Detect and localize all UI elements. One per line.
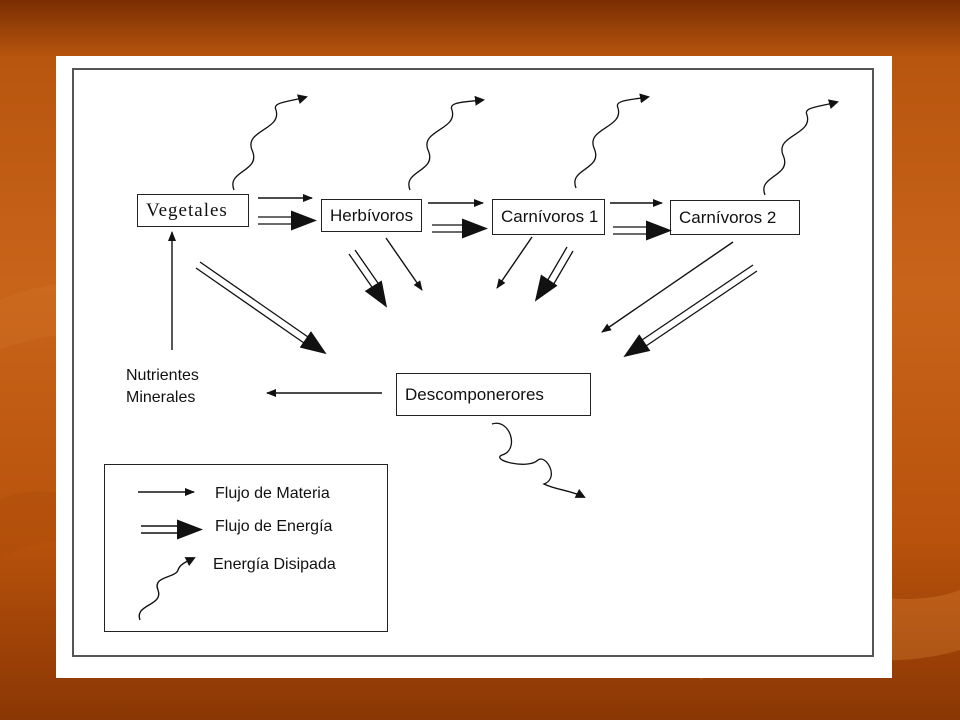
node-carnivoros-1: Carnívoros 1	[492, 199, 605, 235]
legend-disipada-label: Energía Disipada	[213, 556, 336, 573]
legend-energia-label: Flujo de Energía	[215, 518, 333, 535]
node-carnivoros-1-label: Carnívoros 1	[501, 207, 599, 226]
node-descomponedores-label: Descomponerores	[405, 384, 544, 404]
node-descomponedores: Descomponerores	[396, 373, 591, 416]
diagram-frame	[72, 68, 874, 657]
nutrientes-minerales-label: Nutrientes Minerales	[126, 367, 199, 406]
node-carnivoros-2: Carnívoros 2	[670, 200, 800, 235]
node-herbivoros: Herbívoros	[321, 199, 422, 232]
node-carnivoros-2-label: Carnívoros 2	[679, 207, 777, 227]
legend-box: Flujo de Materia Flujo de Energía Energí…	[104, 464, 388, 632]
node-herbivoros-label: Herbívoros	[330, 205, 414, 225]
node-vegetales-label: Vegetales	[146, 199, 228, 221]
node-vegetales: Vegetales	[137, 194, 249, 227]
legend-materia-label: Flujo de Materia	[215, 485, 330, 502]
